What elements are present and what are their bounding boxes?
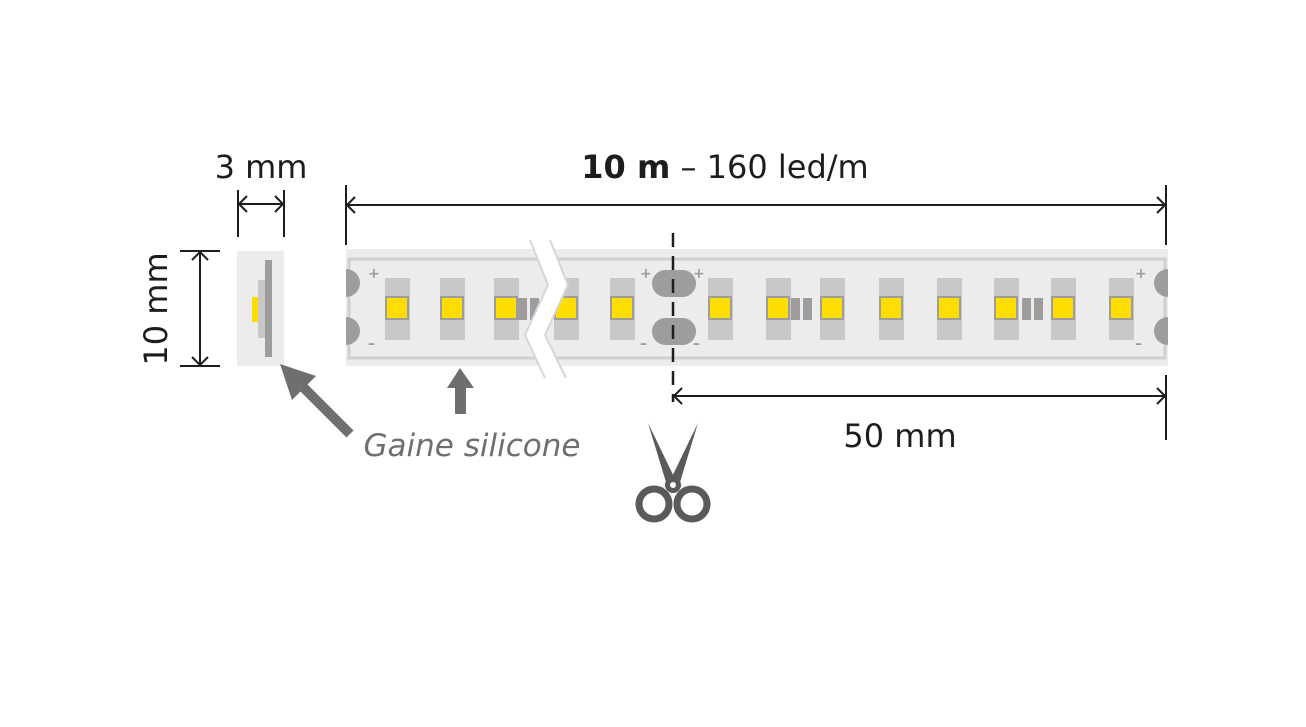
resistor [791,298,800,320]
led-chip [610,296,634,320]
segment-dimension [672,375,1167,440]
sheath-label: Gaine silicone [364,428,581,464]
break-mark [523,239,570,379]
led-chip [879,296,903,320]
led-chip [1051,296,1075,320]
svg-text:+: + [368,266,380,282]
led-chip [494,296,518,320]
scissors-icon [635,423,711,523]
resistor [1034,298,1043,320]
svg-text:–: – [640,336,647,352]
resistor [518,298,527,320]
arrow-icon [280,364,354,438]
led-chip [820,296,844,320]
svg-text:–: – [693,336,700,352]
thickness-label: 3 mm [215,148,308,186]
arrow-up-icon [447,368,474,414]
led-strip: + – + – + – + – [346,239,1168,379]
led-chip [937,296,961,320]
led-chip [385,296,409,320]
led-chip [440,296,464,320]
led-chip [994,296,1018,320]
svg-text:–: – [368,336,375,352]
width-dimension [180,250,220,367]
resistor [530,298,539,320]
led-chip [766,296,790,320]
resistor [803,298,812,320]
svg-text:+: + [1135,266,1147,282]
length-label: 10 m – 160 led/m [581,148,868,186]
segment-label: 50 mm [843,417,956,455]
width-label: 10 mm [137,252,175,365]
length-dimension [345,185,1167,245]
svg-text:–: – [1135,336,1142,352]
svg-text:+: + [640,266,652,282]
thickness-dimension [237,190,285,237]
polarity-marks: + – + – + – + – [368,266,1147,352]
led-chip [1109,296,1133,320]
led-chip [708,296,732,320]
resistor [1022,298,1031,320]
svg-text:+: + [693,266,705,282]
cross-section [237,251,284,366]
